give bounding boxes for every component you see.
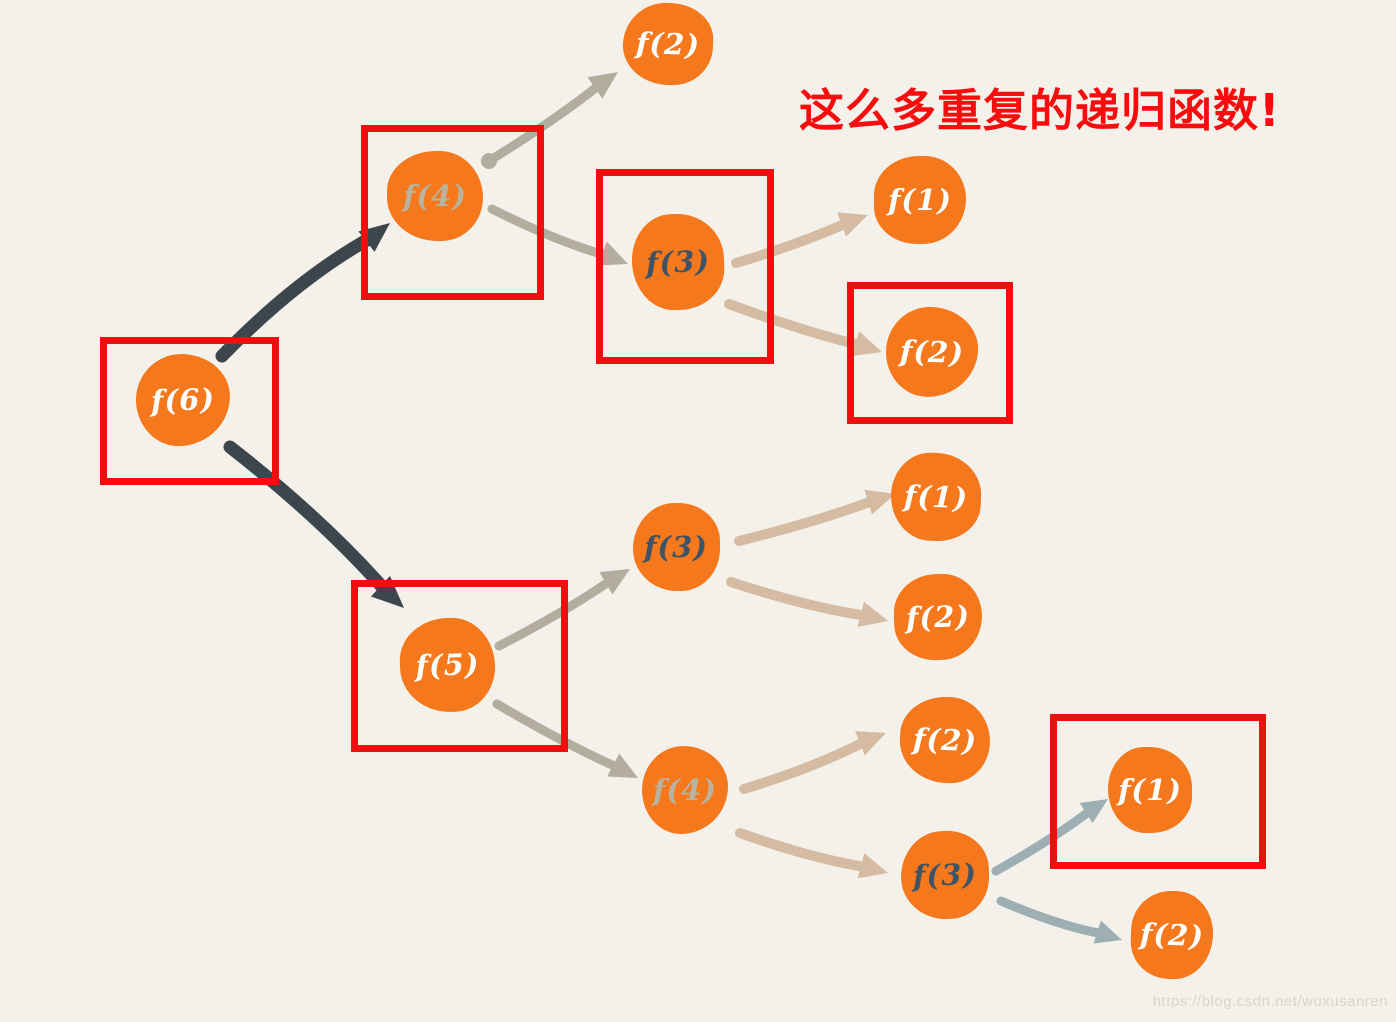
highlight-box-f3-top [596, 169, 774, 364]
arrowhead-icon [864, 489, 895, 515]
node-f4-bot: f(4) [642, 746, 728, 834]
edge-f5-to-f3-mid [494, 569, 630, 651]
watermark-text: https://blog.csdn.net/wuxusanren [1152, 993, 1388, 1010]
node-f4-top: f(4) [387, 151, 483, 241]
node-f3-mid: f(3) [632, 503, 720, 591]
arrowhead-icon [371, 575, 404, 608]
edge-f4-bot-to-f3-bot [735, 828, 888, 879]
edge-f3-bot-to-f2-d [996, 896, 1122, 944]
node-f1-c: f(1) [1108, 747, 1192, 833]
node-f1-a: f(1) [874, 156, 966, 244]
edge-f3-mid-to-f2-b [726, 577, 888, 627]
arrowhead-icon [607, 753, 638, 778]
arrowhead-icon [599, 569, 630, 595]
highlight-box-f4-top [361, 125, 544, 300]
arrowhead-icon [857, 853, 888, 879]
edge-f4-bot-to-f2-c [739, 731, 886, 794]
arrowhead-icon [1093, 920, 1122, 944]
edge-f3-bot-to-f1-c [991, 799, 1108, 876]
highlight-box-f5 [351, 580, 568, 752]
arrowhead-icon [597, 241, 628, 266]
edge-f4-top-to-f2-top [481, 72, 618, 169]
highlight-box-f2-a [847, 282, 1013, 424]
edge-f6-to-f5 [223, 440, 404, 608]
highlight-box-f6 [100, 337, 279, 485]
edge-f3-top-to-f1-a [731, 212, 868, 268]
arrowhead-icon [857, 601, 888, 627]
edge-f3-mid-to-f1-b [734, 489, 895, 546]
arrowhead-icon [837, 212, 868, 237]
arrowhead-icon [851, 331, 882, 357]
annotation-text: 这么多重复的递归函数! [799, 84, 1281, 137]
arrowhead-icon [587, 72, 618, 99]
arrowhead-icon [855, 731, 886, 756]
highlight-box-f1-c [1050, 714, 1266, 869]
arrowhead-icon [1079, 799, 1108, 824]
